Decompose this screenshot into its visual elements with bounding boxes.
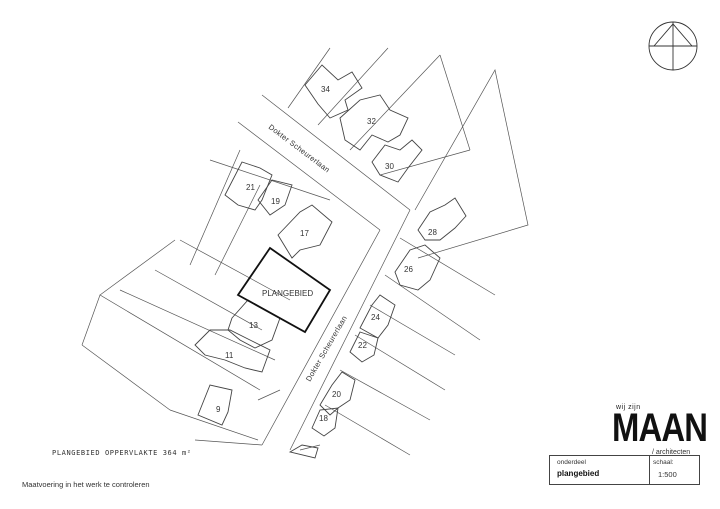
house-number: 28 — [428, 228, 437, 237]
building-20 — [319, 371, 356, 416]
house-number: 30 — [385, 162, 394, 171]
house-number: 11 — [225, 351, 234, 360]
house-number: 13 — [249, 321, 258, 330]
logo-tagline: wij zijn — [616, 404, 641, 411]
building-28 — [417, 197, 467, 241]
house-number: 18 — [319, 414, 328, 423]
title-block: onderdeel plangebied schaal: 1:500 — [549, 455, 700, 485]
house-number: 9 — [216, 405, 221, 414]
onderdeel-value: plangebied — [557, 469, 600, 478]
plangebied-label: PLANGEBIED — [262, 289, 313, 298]
house-number: 17 — [300, 229, 309, 238]
logo-subtitle: / architecten — [652, 449, 691, 456]
schaal-value: 1:500 — [658, 470, 677, 479]
disclaimer-text: Maatvoering in het werk te controleren — [22, 480, 150, 489]
schaal-label: schaal: — [653, 459, 674, 466]
house-number: 24 — [371, 313, 380, 322]
plangebied-outline — [236, 246, 332, 334]
north-arrow-icon — [648, 21, 698, 71]
house-number: 34 — [321, 85, 330, 94]
building-19 — [257, 179, 293, 216]
house-number: 19 — [271, 197, 280, 206]
onderdeel-label: onderdeel — [557, 459, 586, 466]
building-34 — [304, 64, 363, 119]
building-22 — [349, 331, 379, 363]
house-number: 20 — [332, 390, 341, 399]
building-32 — [339, 94, 409, 151]
title-block-divider — [649, 456, 650, 484]
building-17 — [277, 204, 333, 259]
house-number: 21 — [246, 183, 255, 192]
building-11 — [194, 329, 271, 373]
building-26 — [394, 244, 441, 291]
building-30 — [371, 139, 423, 183]
house-number: 22 — [358, 341, 367, 350]
street-name: Dokter Scheurerlaan — [267, 122, 332, 174]
logo-wordmark: MAAN — [612, 406, 708, 450]
building-18 — [311, 407, 339, 437]
area-note: PLANGEBIED OPPERVLAKTE 364 m² — [52, 449, 192, 457]
building-9 — [197, 384, 233, 426]
house-number: 32 — [367, 117, 376, 126]
house-number: 26 — [404, 265, 413, 274]
